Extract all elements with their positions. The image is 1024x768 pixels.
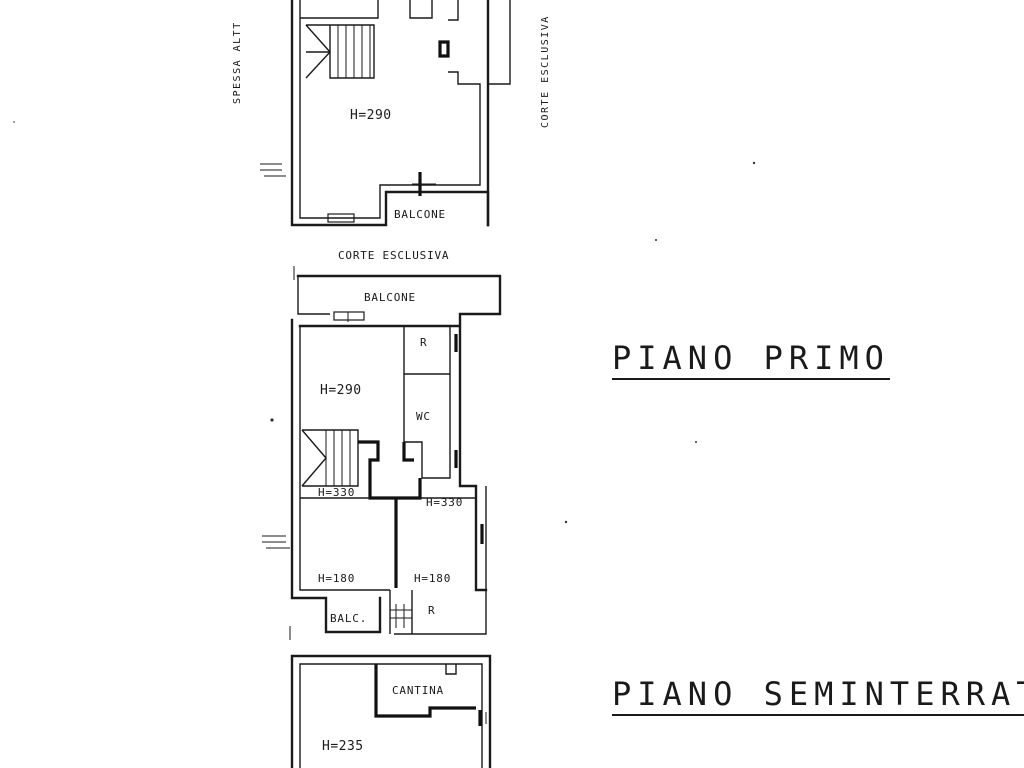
lower-plan: CANTINA H=235 — [290, 654, 492, 768]
upper-side-label-left: SPESSA ALTT — [232, 21, 243, 104]
right-room-height-top: H=330 — [426, 496, 463, 509]
closet-label: R — [420, 336, 427, 349]
floor-title-seminterrato: PIANO SEMINTERRATO — [612, 676, 1024, 716]
cellar-label: CANTINA — [392, 684, 444, 697]
small-balcony-label: BALC. — [330, 612, 367, 625]
upper-bottom-label: CORTE ESCLUSIVA — [338, 249, 449, 262]
upper-room-height: H=290 — [350, 108, 392, 123]
small-closet-label: R — [428, 604, 435, 617]
middle-plan: BALCONE H=290 R WC H=330 H=330 H=180 H=1… — [262, 266, 502, 640]
upper-plan: H=290 BALCONE SPESSA ALTT CORTE ESCLUSIV… — [232, 0, 551, 262]
upper-balcony-label: BALCONE — [394, 208, 446, 221]
scan-specks — [13, 121, 756, 524]
lower-room-height: H=235 — [322, 739, 364, 754]
left-room-height-bottom: H=180 — [318, 572, 355, 585]
right-room-height-bottom: H=180 — [414, 572, 451, 585]
floor-title-primo: PIANO PRIMO — [612, 340, 890, 380]
wc-label: WC — [416, 410, 431, 423]
staircase-upper — [305, 24, 375, 79]
staircase-middle — [301, 429, 359, 487]
upper-side-label-right: CORTE ESCLUSIVA — [540, 15, 551, 128]
middle-balcony-label: BALCONE — [364, 291, 416, 304]
left-room-height-top: H=330 — [318, 486, 355, 499]
middle-room-height: H=290 — [320, 383, 362, 398]
